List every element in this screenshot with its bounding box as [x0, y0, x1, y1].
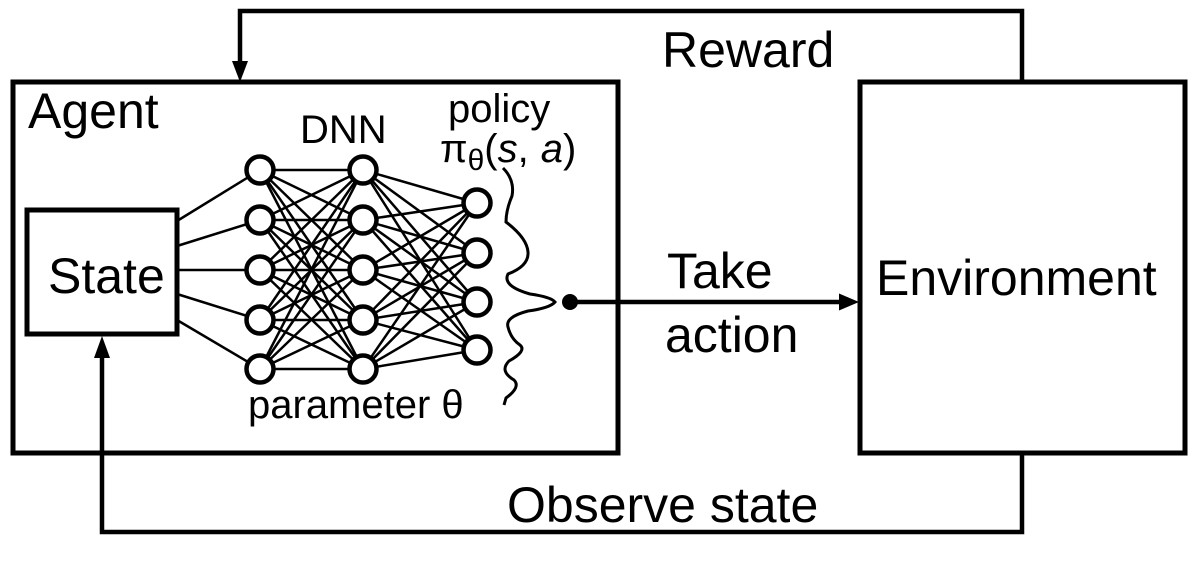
- nn-edge: [258, 169, 365, 321]
- nn-node: [347, 304, 379, 336]
- nn-edge: [362, 202, 478, 321]
- nn-edge: [362, 348, 478, 371]
- neural-network: [176, 154, 493, 385]
- nn-node: [244, 353, 276, 385]
- agent-label: Agent: [28, 83, 159, 139]
- nn-node: [461, 334, 493, 366]
- policy-formula-close-paren: ): [563, 127, 576, 171]
- nn-edge: [362, 300, 478, 371]
- nn-node: [461, 237, 493, 269]
- nn-edge: [258, 219, 365, 370]
- nn-node: [347, 154, 379, 186]
- action-sample-dot: [562, 294, 578, 310]
- policy-formula-theta-subscript: θ: [468, 144, 485, 177]
- nn-edge: [362, 201, 478, 222]
- observe-state-arrow: [99, 357, 1025, 535]
- state-label: State: [48, 248, 165, 304]
- reward-label: Reward: [662, 22, 834, 78]
- nn-node: [347, 254, 379, 286]
- reward-arrowhead-icon: [232, 61, 248, 82]
- nn-edge: [259, 168, 364, 222]
- take-action-arrowhead-icon: [839, 293, 859, 311]
- nn-node: [461, 187, 493, 219]
- nn-edge: [176, 318, 261, 371]
- parameter-label: parameter θ: [248, 383, 464, 427]
- nn-node: [461, 286, 493, 318]
- policy-formula-s: s: [498, 127, 518, 171]
- take-action-label-line1: Take: [667, 243, 773, 299]
- reward-arrow: [237, 8, 1025, 82]
- nn-edge: [259, 169, 364, 271]
- nn-edge: [362, 252, 478, 370]
- nn-node: [347, 353, 379, 385]
- dnn-label: DNN: [300, 108, 387, 152]
- nn-node: [244, 204, 276, 236]
- nn-edge: [361, 202, 479, 370]
- state-box: [24, 207, 180, 337]
- nn-edge: [362, 168, 478, 205]
- environment-box: [857, 79, 1188, 456]
- policy-formula-comma: ,: [518, 127, 529, 171]
- policy-formula: πθ(s, a): [440, 127, 576, 177]
- nn-edge: [259, 269, 364, 370]
- nn-edge: [176, 168, 261, 223]
- policy-label: policy: [448, 87, 550, 131]
- nn-edges: [176, 168, 479, 371]
- nn-edge: [259, 318, 364, 371]
- take-action-label-line2: action: [665, 307, 798, 363]
- environment-label: Environment: [876, 250, 1157, 306]
- nn-node: [244, 304, 276, 336]
- policy-distribution-curve: [501, 166, 557, 406]
- observe-state-arrowhead-icon: [94, 336, 110, 358]
- nn-edge: [258, 169, 365, 370]
- policy-formula-pi: π: [440, 127, 468, 171]
- nn-node: [244, 254, 276, 286]
- observe-state-label: Observe state: [507, 477, 818, 533]
- policy-formula-open-paren: (: [484, 127, 498, 171]
- policy-formula-a: a: [541, 127, 563, 171]
- nn-node: [244, 154, 276, 186]
- nn-node: [347, 204, 379, 236]
- nn-edge: [362, 201, 478, 272]
- nn-nodes: [244, 154, 493, 385]
